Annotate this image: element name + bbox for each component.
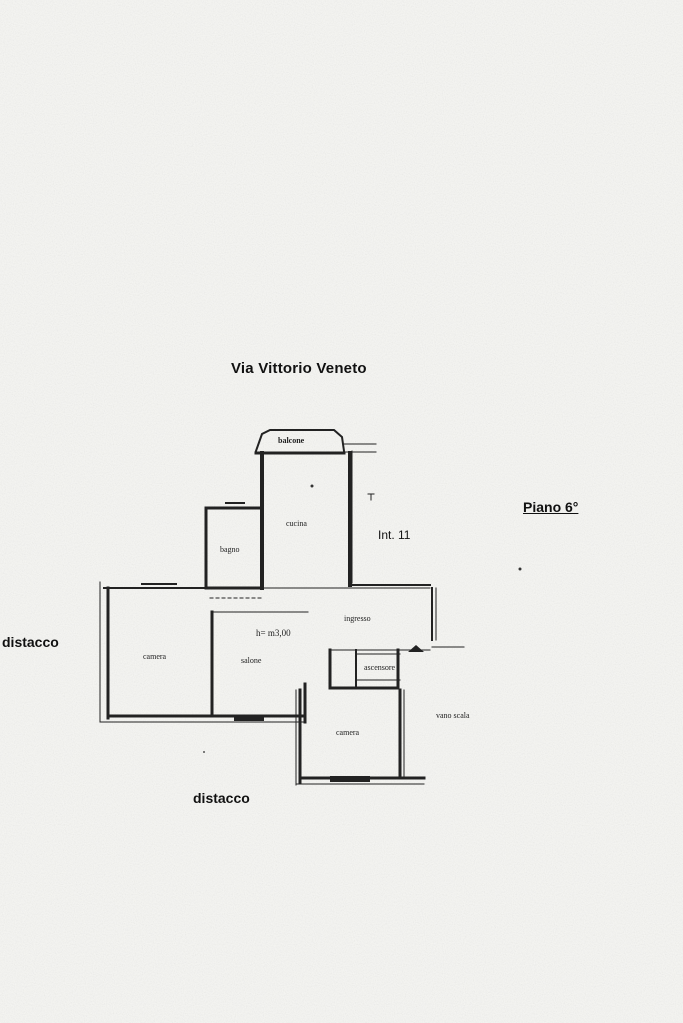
ceiling-height-label: h= m3,00 (256, 628, 291, 638)
balcony-outline (254, 429, 346, 453)
room-label-ascensore: ascensore (364, 663, 396, 672)
street-name: Via Vittorio Veneto (231, 360, 367, 377)
unit-label: Int. 11 (378, 528, 411, 542)
floor-label: Piano 6° (523, 499, 579, 515)
room-label-bagno: bagno (220, 545, 240, 554)
setback-label-left: distacco (2, 634, 59, 650)
room-label-camera-left: camera (143, 652, 167, 661)
room-label-camera-bottom: camera (336, 728, 360, 737)
setback-label-bottom: distacco (193, 790, 250, 806)
room-label-balcone: balcone (278, 436, 305, 445)
room-label-cucina: cucina (286, 519, 307, 528)
room-label-salone: salone (241, 656, 262, 665)
room-label-ingresso: ingresso (344, 614, 371, 623)
elevator-outline (328, 648, 400, 690)
room-label-vano-scala: vano scala (436, 711, 470, 720)
